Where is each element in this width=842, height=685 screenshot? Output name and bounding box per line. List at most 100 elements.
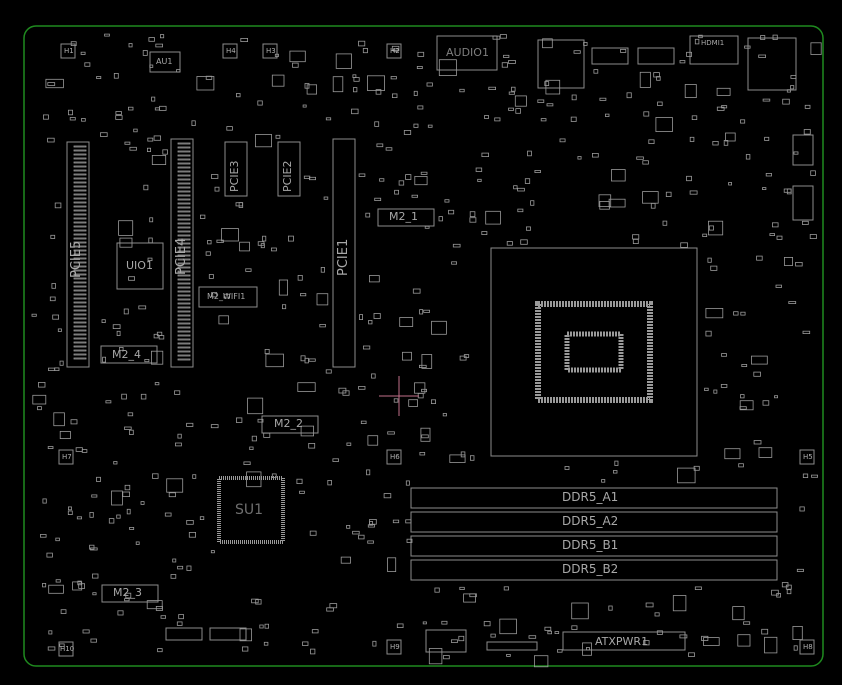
smd-part (151, 96, 156, 102)
slot-pin (177, 250, 191, 253)
smd-part (368, 275, 380, 283)
smd-part (166, 478, 184, 493)
smd-part (325, 117, 332, 121)
audio1-connector (436, 35, 498, 71)
smd-part (47, 646, 56, 651)
smd-part (524, 178, 531, 184)
smd-part (170, 574, 177, 579)
smd-part (790, 75, 797, 79)
smd-part (359, 314, 363, 321)
smd-part (745, 154, 751, 160)
smd-part (164, 512, 172, 517)
smd-part (153, 333, 159, 339)
h9-label: H9 (390, 643, 400, 651)
smd-part (434, 587, 440, 593)
slot-pin (73, 293, 87, 296)
smd-part (756, 255, 763, 261)
smd-part (753, 371, 761, 377)
slot-pin (73, 353, 87, 356)
smd-part (368, 319, 373, 325)
smd-part (124, 141, 131, 145)
smd-part (329, 603, 338, 609)
slot-pin (177, 170, 191, 173)
smd-part (613, 470, 618, 474)
smd-part (484, 115, 489, 119)
ddr5-b1-label: DDR5_B1 (562, 538, 619, 552)
smd-part (520, 239, 528, 245)
smd-part (420, 427, 431, 442)
smd-part (47, 446, 54, 449)
smd-part (657, 101, 663, 106)
slot-pin (177, 262, 191, 265)
smd-components (31, 33, 822, 668)
smd-part (264, 623, 269, 629)
smd-part (665, 191, 672, 197)
smd-part (249, 446, 254, 450)
smd-part (353, 77, 360, 82)
smd-part (129, 527, 135, 530)
smd-part (648, 139, 655, 145)
smd-part (240, 38, 249, 43)
smd-part (708, 225, 714, 231)
slot-pin (73, 289, 87, 292)
slot-pin (73, 349, 87, 352)
smd-part (642, 160, 649, 165)
smd-part (662, 220, 668, 226)
smd-part (758, 447, 773, 458)
smd-part (792, 626, 803, 641)
slot-pin (73, 145, 87, 148)
audio1-label: AUDIO1 (446, 46, 489, 59)
slot-pin (73, 317, 87, 320)
smd-part (218, 315, 229, 325)
smd-part (367, 540, 374, 544)
smd-part (196, 76, 215, 91)
smd-part (135, 541, 140, 545)
smd-part (411, 194, 418, 198)
smd-part (311, 629, 319, 634)
slot-pin (177, 186, 191, 189)
smd-part (158, 335, 165, 340)
smd-part (426, 82, 433, 87)
slot-pin (177, 354, 191, 357)
smd-part (54, 202, 62, 209)
smd-part (475, 167, 483, 172)
smd-part (52, 314, 60, 320)
smd-part (115, 115, 123, 120)
pcie1-label: PCIE1 (336, 238, 351, 276)
smd-part (264, 348, 270, 354)
smd-part (702, 233, 708, 238)
ddr5-b1-slot (410, 535, 778, 557)
smd-part (262, 235, 267, 242)
slot-pin (177, 174, 191, 177)
smd-part (744, 45, 751, 49)
smd-part (724, 448, 741, 460)
m2-1-label: M2_1 (389, 210, 418, 223)
h6-label: H6 (390, 453, 400, 461)
smd-part (405, 174, 412, 180)
slot-pin (73, 337, 87, 340)
smd-part (599, 200, 610, 210)
smd-part (59, 360, 64, 366)
slot-pin (73, 305, 87, 308)
smd-part (403, 129, 412, 135)
m2-2-box (261, 415, 319, 434)
smd-part (80, 51, 86, 55)
smd-part (534, 169, 541, 173)
slot-pin (73, 277, 87, 280)
slot-pin (177, 206, 191, 209)
smd-part (360, 420, 367, 425)
slot-pin (177, 230, 191, 233)
smd-part (769, 233, 776, 237)
smd-part (636, 156, 644, 160)
smd-part (620, 49, 627, 53)
smd-part (739, 400, 754, 411)
smd-part (287, 235, 294, 242)
smd-part (564, 466, 570, 470)
smd-part (297, 274, 303, 281)
smd-part (469, 211, 476, 217)
smd-part (771, 589, 779, 596)
smd-part (632, 238, 639, 244)
slot-pin (73, 161, 87, 164)
smd-part (296, 478, 303, 485)
smd-part (81, 118, 86, 122)
